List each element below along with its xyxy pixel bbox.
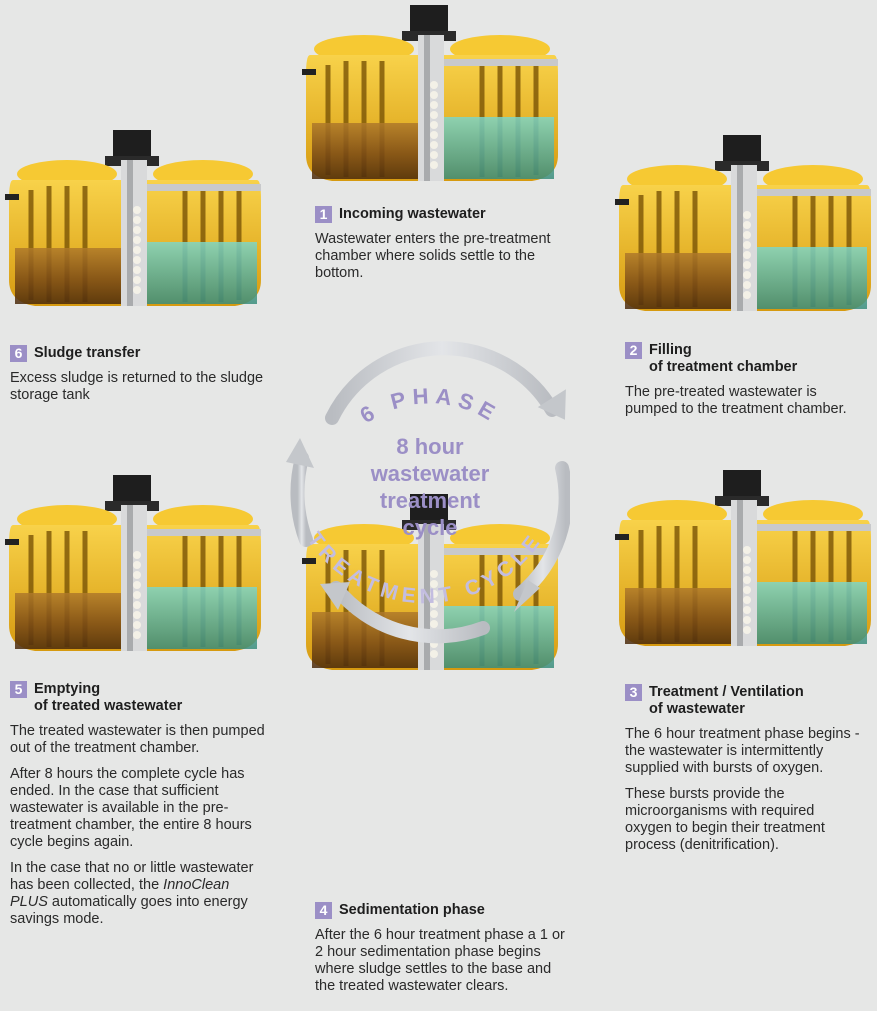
tank-illustration-6 xyxy=(5,130,265,320)
cycle-arrow-right xyxy=(513,461,570,601)
phase-number-badge: 6 xyxy=(10,345,27,362)
phase-title: Incoming wastewater xyxy=(339,206,486,222)
phase-description-text: The treated wastewater is then pumped ou… xyxy=(10,723,265,756)
phase-4-heading: 4 Sedimentation phase xyxy=(315,902,565,919)
tank-illustration-5 xyxy=(5,475,265,665)
phase-4-description: After the 6 hour treatment phase a 1 or … xyxy=(315,927,565,995)
cycle-arrows xyxy=(290,341,570,644)
cycle-arrowheads xyxy=(286,389,566,612)
phase-description-text: Wastewater enters the pre-treatment cham… xyxy=(315,231,551,281)
phase-description-text: Excess sludge is returned to the sludge … xyxy=(10,370,264,403)
product-name: InnoClean PLUS xyxy=(10,877,230,910)
phase-description-text: These bursts provide the microorganisms … xyxy=(625,786,825,853)
phase-number-badge: 2 xyxy=(625,342,642,359)
cycle-center-text: 8 hour wastewater treatment cycle xyxy=(370,434,490,540)
cycle-center-line: cycle xyxy=(402,515,457,540)
phase-5-description: The treated wastewater is then pumped ou… xyxy=(10,723,268,928)
phase-description-text: After 8 hours the complete cycle has end… xyxy=(10,766,252,850)
phase-title: Sedimentation phase xyxy=(339,902,485,918)
phase-description-energy-mode: In the case that no or little wastewater… xyxy=(10,860,254,927)
phase-number-badge: 5 xyxy=(10,681,27,698)
tank-illustration-1 xyxy=(302,5,562,195)
phase-title: Sludge transfer xyxy=(34,345,141,361)
tank-illustration-4 xyxy=(302,494,562,684)
phase-3-heading: 3 Treatment / Ventilation of wastewater xyxy=(625,684,860,718)
phase-1-heading: 1 Incoming wastewater xyxy=(315,206,565,223)
phase-3-description: The 6 hour treatment phase begins - the … xyxy=(625,726,860,854)
cycle-center-line: 8 hour xyxy=(396,434,464,459)
cycle-arrow-bottom xyxy=(329,581,490,644)
phase-6-description: Excess sludge is returned to the sludge … xyxy=(10,370,268,404)
phase-6-heading: 6 Sludge transfer xyxy=(10,345,268,362)
tank-illustration-3 xyxy=(615,470,875,660)
phase-number-badge: 1 xyxy=(315,206,332,223)
tank-illustration-2 xyxy=(615,135,875,325)
treatment-cycle-diagram: 6 PHASE TREATMENT CYCLE 8 hour wastewate… xyxy=(286,341,570,644)
phase-title: Emptying xyxy=(34,681,101,697)
phase-description-text: After the 6 hour treatment phase a 1 or … xyxy=(315,927,565,994)
cycle-arrow-top xyxy=(325,341,559,425)
arc-text-top: 6 PHASE xyxy=(356,383,505,428)
phase-description-text: The 6 hour treatment phase begins - the … xyxy=(625,726,860,776)
phase-title-line-2: of treatment chamber xyxy=(649,359,798,375)
phase-title: Filling xyxy=(649,342,692,358)
phase-description-text: The pre-treated wastewater is pumped to … xyxy=(625,384,847,417)
cycle-center-line: wastewater xyxy=(370,461,490,486)
cycle-center-line: treatment xyxy=(380,488,481,513)
phase-5-heading: 5 Emptying of treated wastewater xyxy=(10,681,268,715)
phase-2-heading: 2 Filling of treatment chamber xyxy=(625,342,855,376)
phase-number-badge: 4 xyxy=(315,902,332,919)
phase-2-description: The pre-treated wastewater is pumped to … xyxy=(625,384,855,418)
phase-title-line-2: of treated wastewater xyxy=(34,698,183,714)
phase-1-description: Wastewater enters the pre-treatment cham… xyxy=(315,231,565,282)
phase-title: Treatment / Ventilation xyxy=(649,684,804,700)
phase-title-line-2: of wastewater xyxy=(649,701,745,717)
phase-number-badge: 3 xyxy=(625,684,642,701)
cycle-arrow-left xyxy=(290,451,313,547)
